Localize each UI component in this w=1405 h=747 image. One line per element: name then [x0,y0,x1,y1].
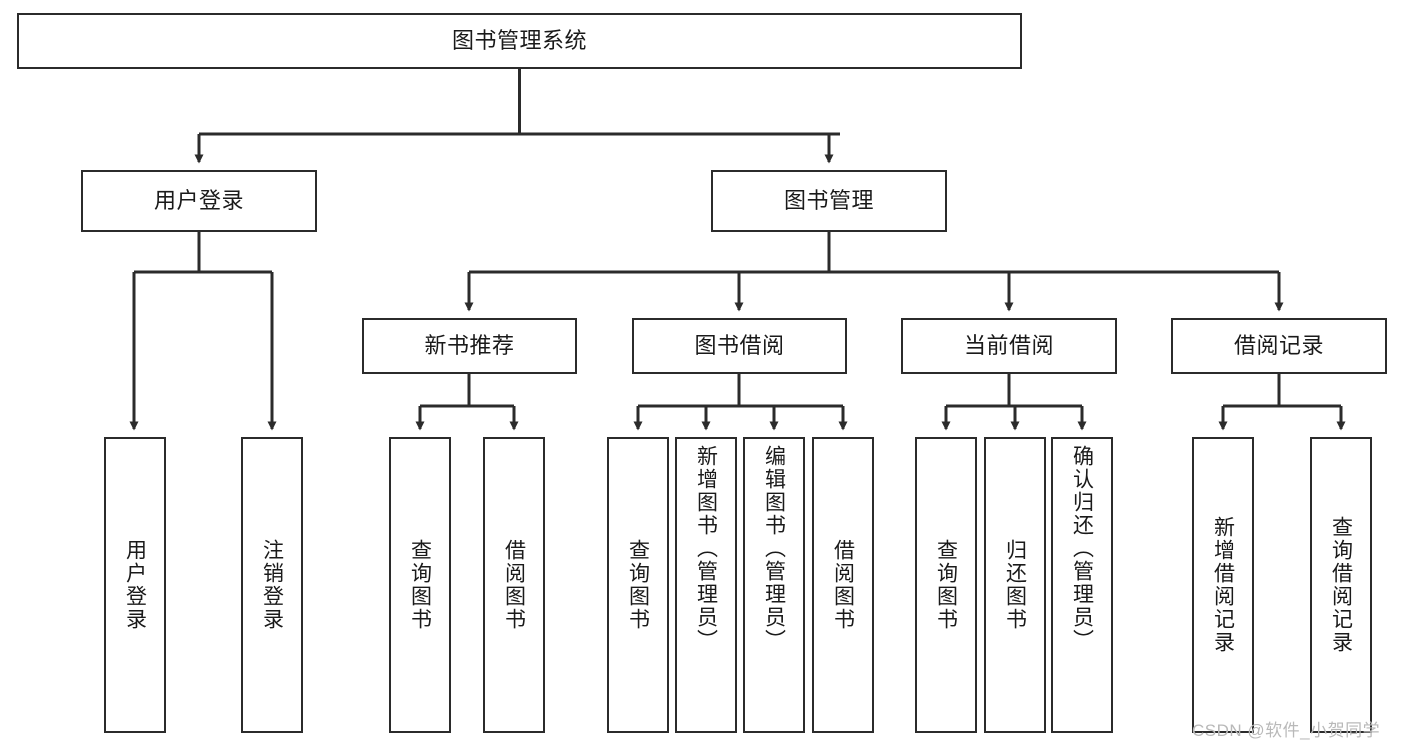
node-leaf-user-login[interactable]: 用户登录 [104,437,166,733]
node-leaf-query-book-1[interactable]: 查询图书 [389,437,451,733]
node-root[interactable]: 图书管理系统 [17,13,1022,69]
node-leaf-borrow-book-2[interactable]: 借阅图书 [812,437,874,733]
node-leaf-add-record-label: 新增借阅记录 [1211,516,1235,654]
node-leaf-query-book-2[interactable]: 查询图书 [607,437,669,733]
node-leaf-edit-book-label: 编辑图书（管理员） [762,445,786,652]
node-leaf-query-book-2-label: 查询图书 [626,539,650,631]
node-leaf-query-record[interactable]: 查询借阅记录 [1310,437,1372,733]
csdn-watermark: CSDN @软件_小贺同学 [1192,721,1381,740]
node-new-book-recommend-label: 新书推荐 [424,333,515,359]
node-borrow-record[interactable]: 借阅记录 [1171,318,1387,374]
node-leaf-add-record[interactable]: 新增借阅记录 [1192,437,1254,733]
node-leaf-borrow-book-1-label: 借阅图书 [502,539,526,631]
node-leaf-borrow-book-2-label: 借阅图书 [831,539,855,631]
node-current-borrow-label: 当前借阅 [963,333,1054,359]
node-leaf-add-book-label: 新增图书（管理员） [694,445,718,652]
node-leaf-return-book-label: 归还图书 [1003,539,1027,631]
node-book-borrow-label: 图书借阅 [694,333,785,359]
node-user-login-label: 用户登录 [153,188,244,214]
node-leaf-confirm-return[interactable]: 确认归还（管理员） [1051,437,1113,733]
node-leaf-query-book-3[interactable]: 查询图书 [915,437,977,733]
node-leaf-borrow-book-1[interactable]: 借阅图书 [483,437,545,733]
node-leaf-query-record-label: 查询借阅记录 [1329,516,1353,654]
node-new-book-recommend[interactable]: 新书推荐 [362,318,577,374]
node-leaf-query-book-1-label: 查询图书 [408,539,432,631]
node-leaf-user-login-label: 用户登录 [123,539,147,631]
node-root-label: 图书管理系统 [451,28,587,54]
node-leaf-query-book-3-label: 查询图书 [934,539,958,631]
node-leaf-user-logout[interactable]: 注销登录 [241,437,303,733]
node-leaf-edit-book[interactable]: 编辑图书（管理员） [743,437,805,733]
node-book-manage-label: 图书管理 [783,188,874,214]
node-user-login[interactable]: 用户登录 [81,170,317,232]
node-book-borrow[interactable]: 图书借阅 [632,318,847,374]
node-current-borrow[interactable]: 当前借阅 [901,318,1117,374]
node-leaf-return-book[interactable]: 归还图书 [984,437,1046,733]
node-leaf-add-book[interactable]: 新增图书（管理员） [675,437,737,733]
node-book-manage[interactable]: 图书管理 [711,170,947,232]
node-leaf-confirm-return-label: 确认归还（管理员） [1070,445,1094,652]
node-leaf-user-logout-label: 注销登录 [260,539,284,631]
node-borrow-record-label: 借阅记录 [1233,333,1324,359]
